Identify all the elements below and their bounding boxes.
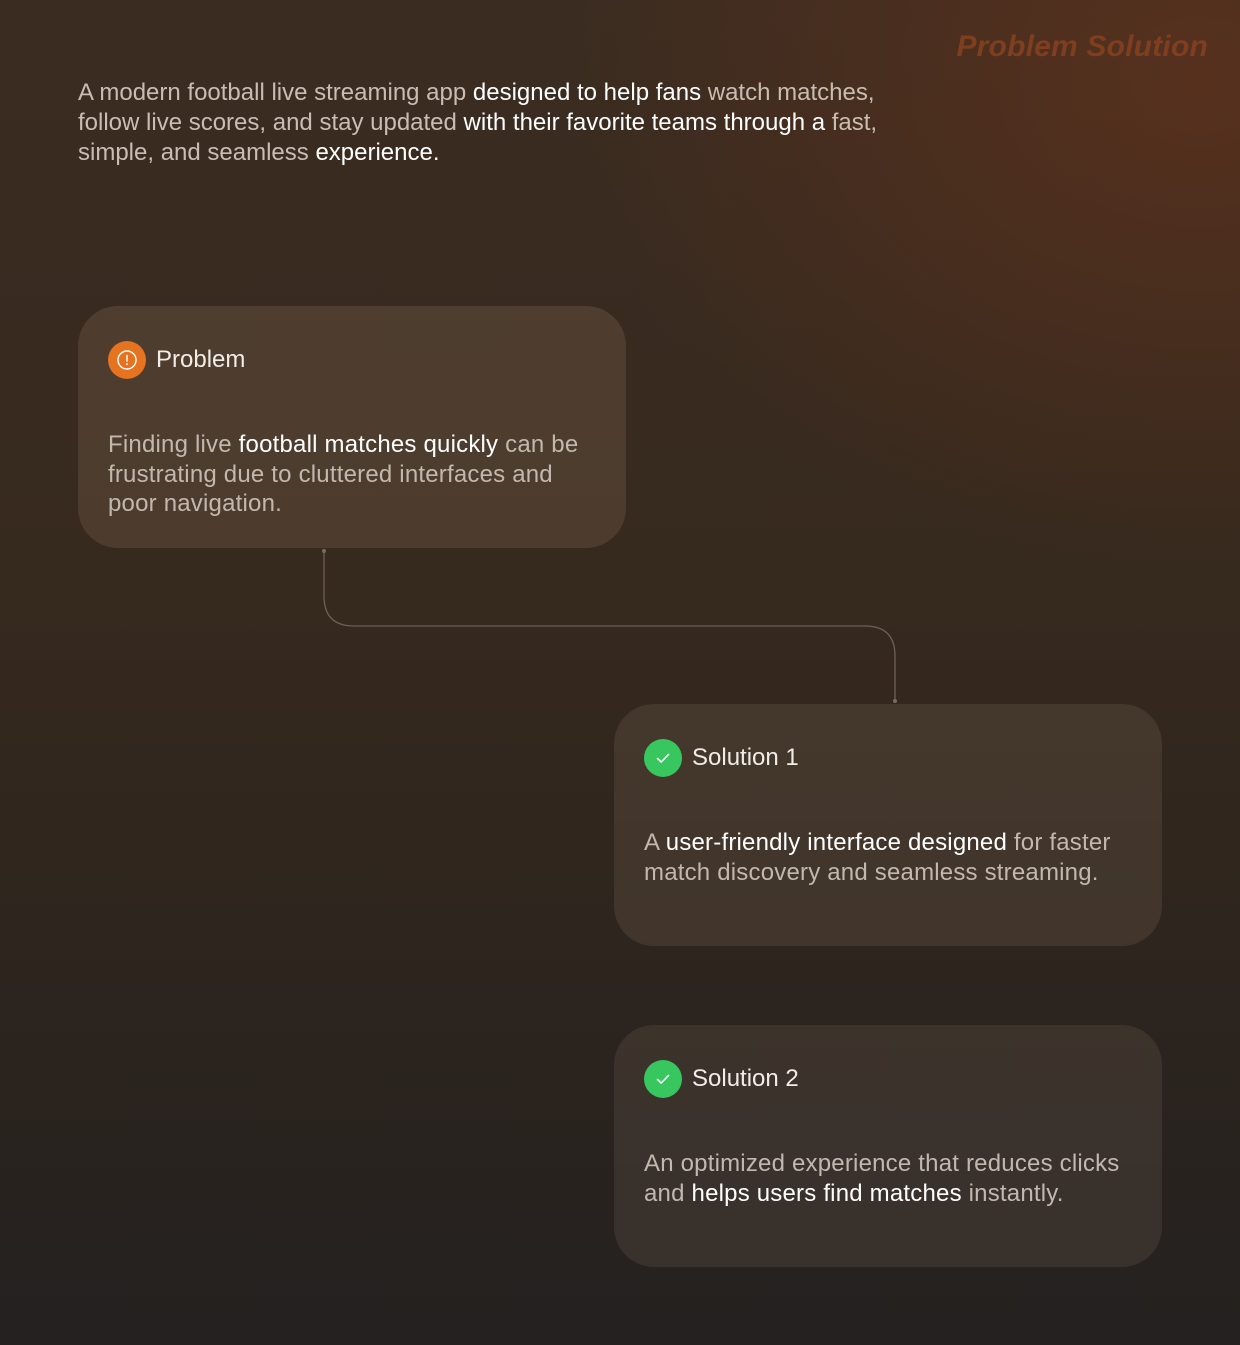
solution-2-segment: instantly. — [961, 1179, 1064, 1207]
check-circle-icon — [644, 1060, 682, 1098]
solution-1-card: Solution 1 A user-friendly interface des… — [614, 704, 1162, 946]
connector-line — [323, 551, 896, 701]
alert-circle-icon — [108, 341, 146, 379]
intro-segment: fast, simple, and seamless — [78, 109, 878, 166]
solution-2-card: Solution 2 An optimized experience that … — [614, 1025, 1162, 1267]
solution-2-segment: An optimized experience that reduces cli… — [644, 1150, 1120, 1207]
connector-end-dot — [893, 699, 897, 703]
solution-2-card-header: Solution 2 — [644, 1059, 1132, 1099]
solution-1-segment: for faster match discovery and seamless … — [644, 829, 1111, 886]
section-title: Problem Solution — [956, 30, 1208, 63]
intro-segment-highlight: experience. — [315, 139, 440, 166]
solution-1-segment: A — [644, 829, 666, 856]
solution-1-label: Solution 1 — [692, 744, 799, 771]
solution-1-description: A user-friendly interface designed for f… — [644, 828, 1132, 887]
problem-description: Finding live football matches quickly ca… — [108, 430, 596, 519]
problem-card-header: Problem — [108, 340, 596, 380]
intro-segment: A modern football live streaming app — [78, 79, 473, 106]
solution-1-segment-highlight: user-friendly interface designed — [665, 829, 1008, 856]
intro-segment-highlight: with their favorite teams through a — [463, 109, 826, 136]
solution-2-label: Solution 2 — [692, 1065, 799, 1092]
problem-label: Problem — [156, 346, 246, 373]
intro-text: A modern football live streaming app des… — [78, 78, 878, 168]
connector-start-dot — [322, 549, 326, 553]
problem-segment: can be frustrating due to cluttered inte… — [108, 431, 579, 517]
solution-1-card-header: Solution 1 — [644, 738, 1132, 778]
intro-segment: watch matches, follow live scores, and s… — [78, 79, 875, 136]
problem-segment: Finding live — [108, 431, 239, 458]
solution-2-description: An optimized experience that reduces cli… — [644, 1149, 1132, 1208]
solution-2-segment-highlight: helps users find matches — [691, 1179, 962, 1207]
problem-card: Problem Finding live football matches qu… — [78, 306, 626, 548]
problem-segment-highlight: football matches quickly — [238, 431, 499, 458]
check-circle-icon — [644, 739, 682, 777]
intro-segment-highlight: designed to help fans — [472, 79, 702, 106]
